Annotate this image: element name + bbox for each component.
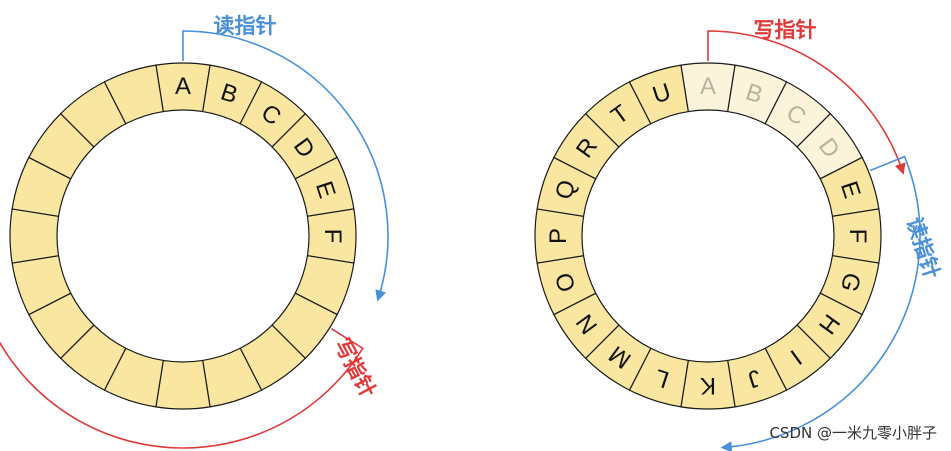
cell-letter: K	[700, 372, 716, 399]
buffer-cell	[103, 64, 164, 125]
cell-letter: E	[310, 178, 341, 202]
cell-letter: B	[217, 79, 241, 110]
read-pointer-arrow	[182, 30, 389, 302]
cell-letter: B	[742, 79, 766, 110]
read-pointer-label: 读指针	[902, 214, 944, 281]
cell-letter: A	[175, 73, 191, 100]
cell-letter: E	[835, 178, 866, 202]
cell-letter: A	[700, 73, 716, 100]
buffer-cell	[628, 64, 689, 125]
write-pointer-arrow	[707, 30, 906, 175]
watermark: CSDN @一米九零小胖子	[769, 424, 937, 442]
cell-letter: F	[319, 229, 346, 244]
buffer-cell	[9, 208, 60, 264]
cell-letter: F	[844, 229, 871, 244]
write-pointer-arrow	[0, 328, 364, 449]
write-pointer-label: 写指针	[754, 18, 817, 42]
read-pointer-label: 读指针	[214, 14, 277, 38]
write-pointer-label: 写指针	[330, 335, 381, 402]
cell-letter: P	[545, 228, 572, 244]
read-pointer-arrow	[720, 155, 921, 451]
buffer-cell	[155, 359, 211, 410]
